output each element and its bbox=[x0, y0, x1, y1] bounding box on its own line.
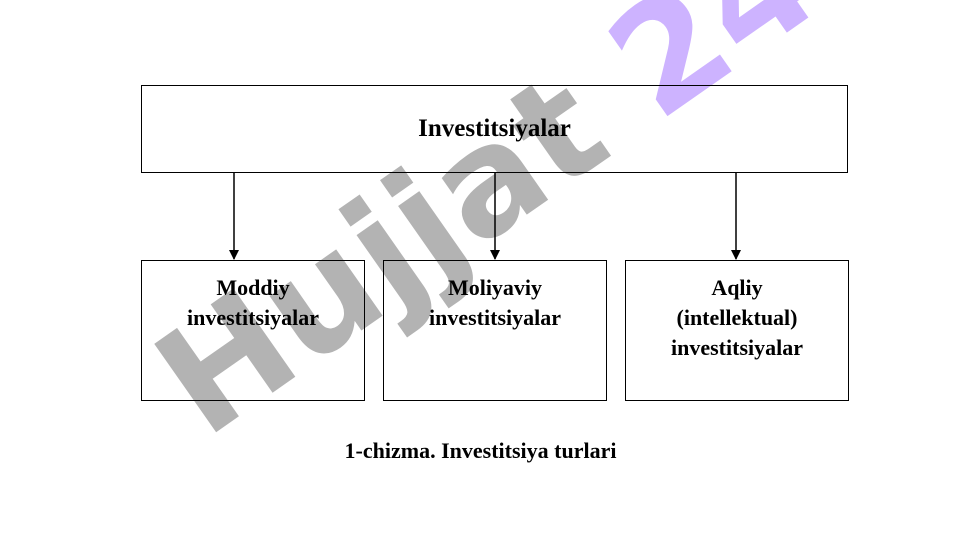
child-label-line: investitsiyalar bbox=[187, 305, 319, 330]
child-label-line: investitsiyalar bbox=[429, 305, 561, 330]
child-label-line: investitsiyalar bbox=[671, 335, 803, 360]
root-label: Investitsiyalar bbox=[418, 115, 571, 142]
child-label-line: (intellektual) bbox=[676, 305, 798, 330]
child-box-intellectual: Aqliy (intellektual) investitsiyalar bbox=[625, 260, 849, 401]
child-label-line: Moddiy bbox=[216, 275, 290, 300]
child-box-material: Moddiy investitsiyalar bbox=[141, 260, 365, 401]
figure-caption: 1-chizma. Investitsiya turlari bbox=[344, 438, 617, 463]
root-box: Investitsiyalar bbox=[141, 85, 848, 173]
child-label-line: Aqliy bbox=[711, 275, 763, 300]
child-box-financial: Moliyaviy investitsiyalar bbox=[383, 260, 607, 401]
child-label-line: Moliyaviy bbox=[447, 275, 543, 300]
